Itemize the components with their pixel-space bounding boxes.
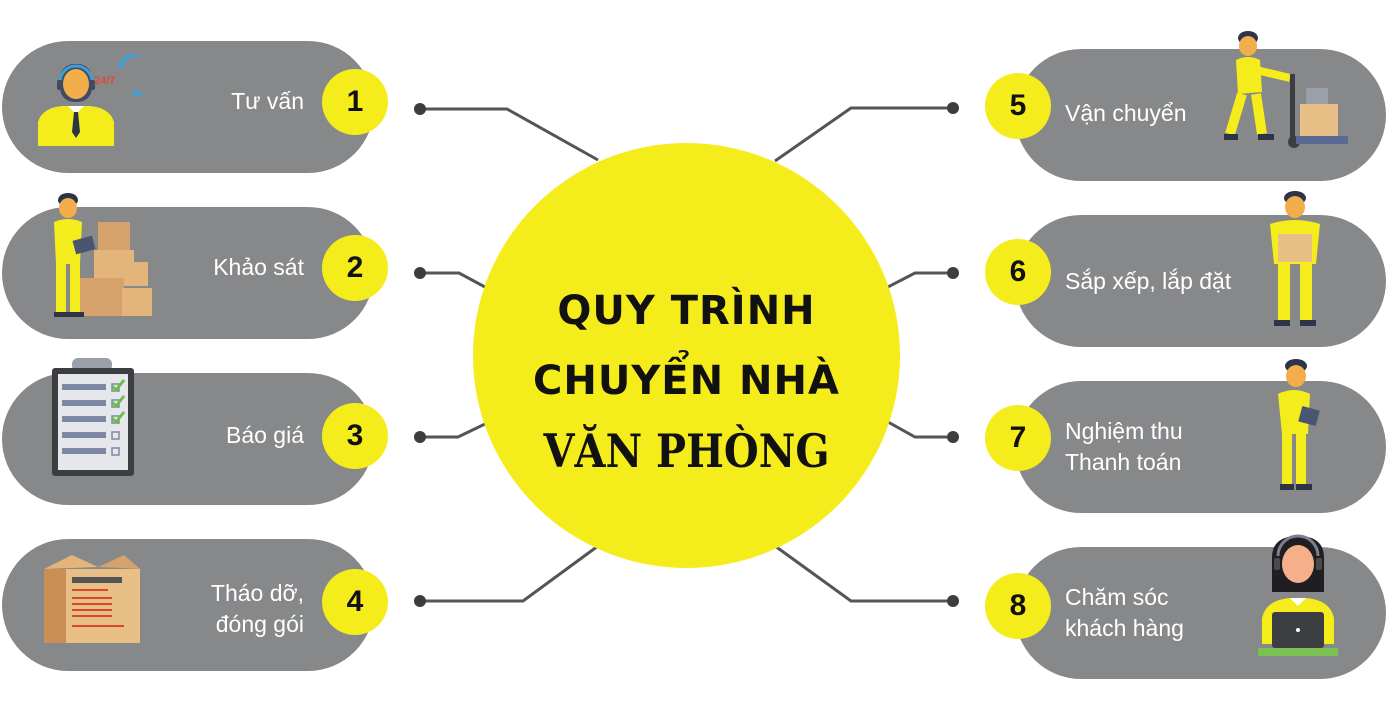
- step-2-label: Khảo sát: [213, 254, 304, 280]
- title-line-3: VĂN PHÒNG: [543, 424, 830, 479]
- step-6-label: Sắp xếp, lắp đặt: [1065, 268, 1232, 294]
- step-8-label-line-2: khách hàng: [1065, 615, 1184, 641]
- step-4-label: Tháo dỡ, đóng gói: [150, 578, 304, 640]
- step-5-label: Vận chuyển: [1065, 100, 1187, 126]
- worker-clipboard-icon: [1278, 359, 1320, 490]
- step-3-number: 3: [322, 403, 388, 469]
- call-center-24-7-icon: 24/7: [38, 54, 142, 146]
- checklist-clipboard-icon: [52, 358, 134, 476]
- title-line-1: QUY TRÌNH: [557, 288, 816, 334]
- svg-text:24/7: 24/7: [94, 75, 115, 87]
- step-1-number: 1: [322, 69, 388, 135]
- step-3-label: Báo giá: [225, 422, 304, 448]
- step-4-label-line-2: đóng gói: [215, 611, 304, 637]
- step-6-number: 6: [985, 239, 1051, 305]
- center-title-circle: [473, 143, 900, 568]
- step-2-number: 2: [322, 235, 388, 301]
- step-7-number: 7: [985, 405, 1051, 471]
- step-5-number: 5: [985, 73, 1051, 139]
- step-6-card: [1015, 215, 1386, 347]
- step-7-label: Nghiệm thu Thanh toán: [1065, 416, 1245, 478]
- step-4-number: 4: [322, 569, 388, 635]
- title-line-2: CHUYỂN NHÀ: [533, 358, 840, 404]
- step-8-number: 8: [985, 573, 1051, 639]
- step-4-label-line-1: Tháo dỡ,: [210, 580, 304, 606]
- worker-carrying-box-icon: [1270, 191, 1320, 326]
- step-1-label: Tư vấn: [231, 88, 304, 114]
- step-7-card: [1015, 381, 1386, 513]
- step-8-label: Chăm sóc khách hàng: [1065, 582, 1245, 644]
- step-8-label-line-1: Chăm sóc: [1065, 584, 1169, 610]
- worker-with-boxes-icon: [54, 193, 152, 317]
- cardboard-box-icon: [44, 555, 140, 643]
- worker-hand-truck-icon: [1224, 31, 1348, 148]
- step-7-label-line-1: Nghiệm thu: [1065, 418, 1183, 444]
- step-7-label-line-2: Thanh toán: [1065, 449, 1182, 475]
- support-agent-laptop-icon: [1258, 534, 1338, 656]
